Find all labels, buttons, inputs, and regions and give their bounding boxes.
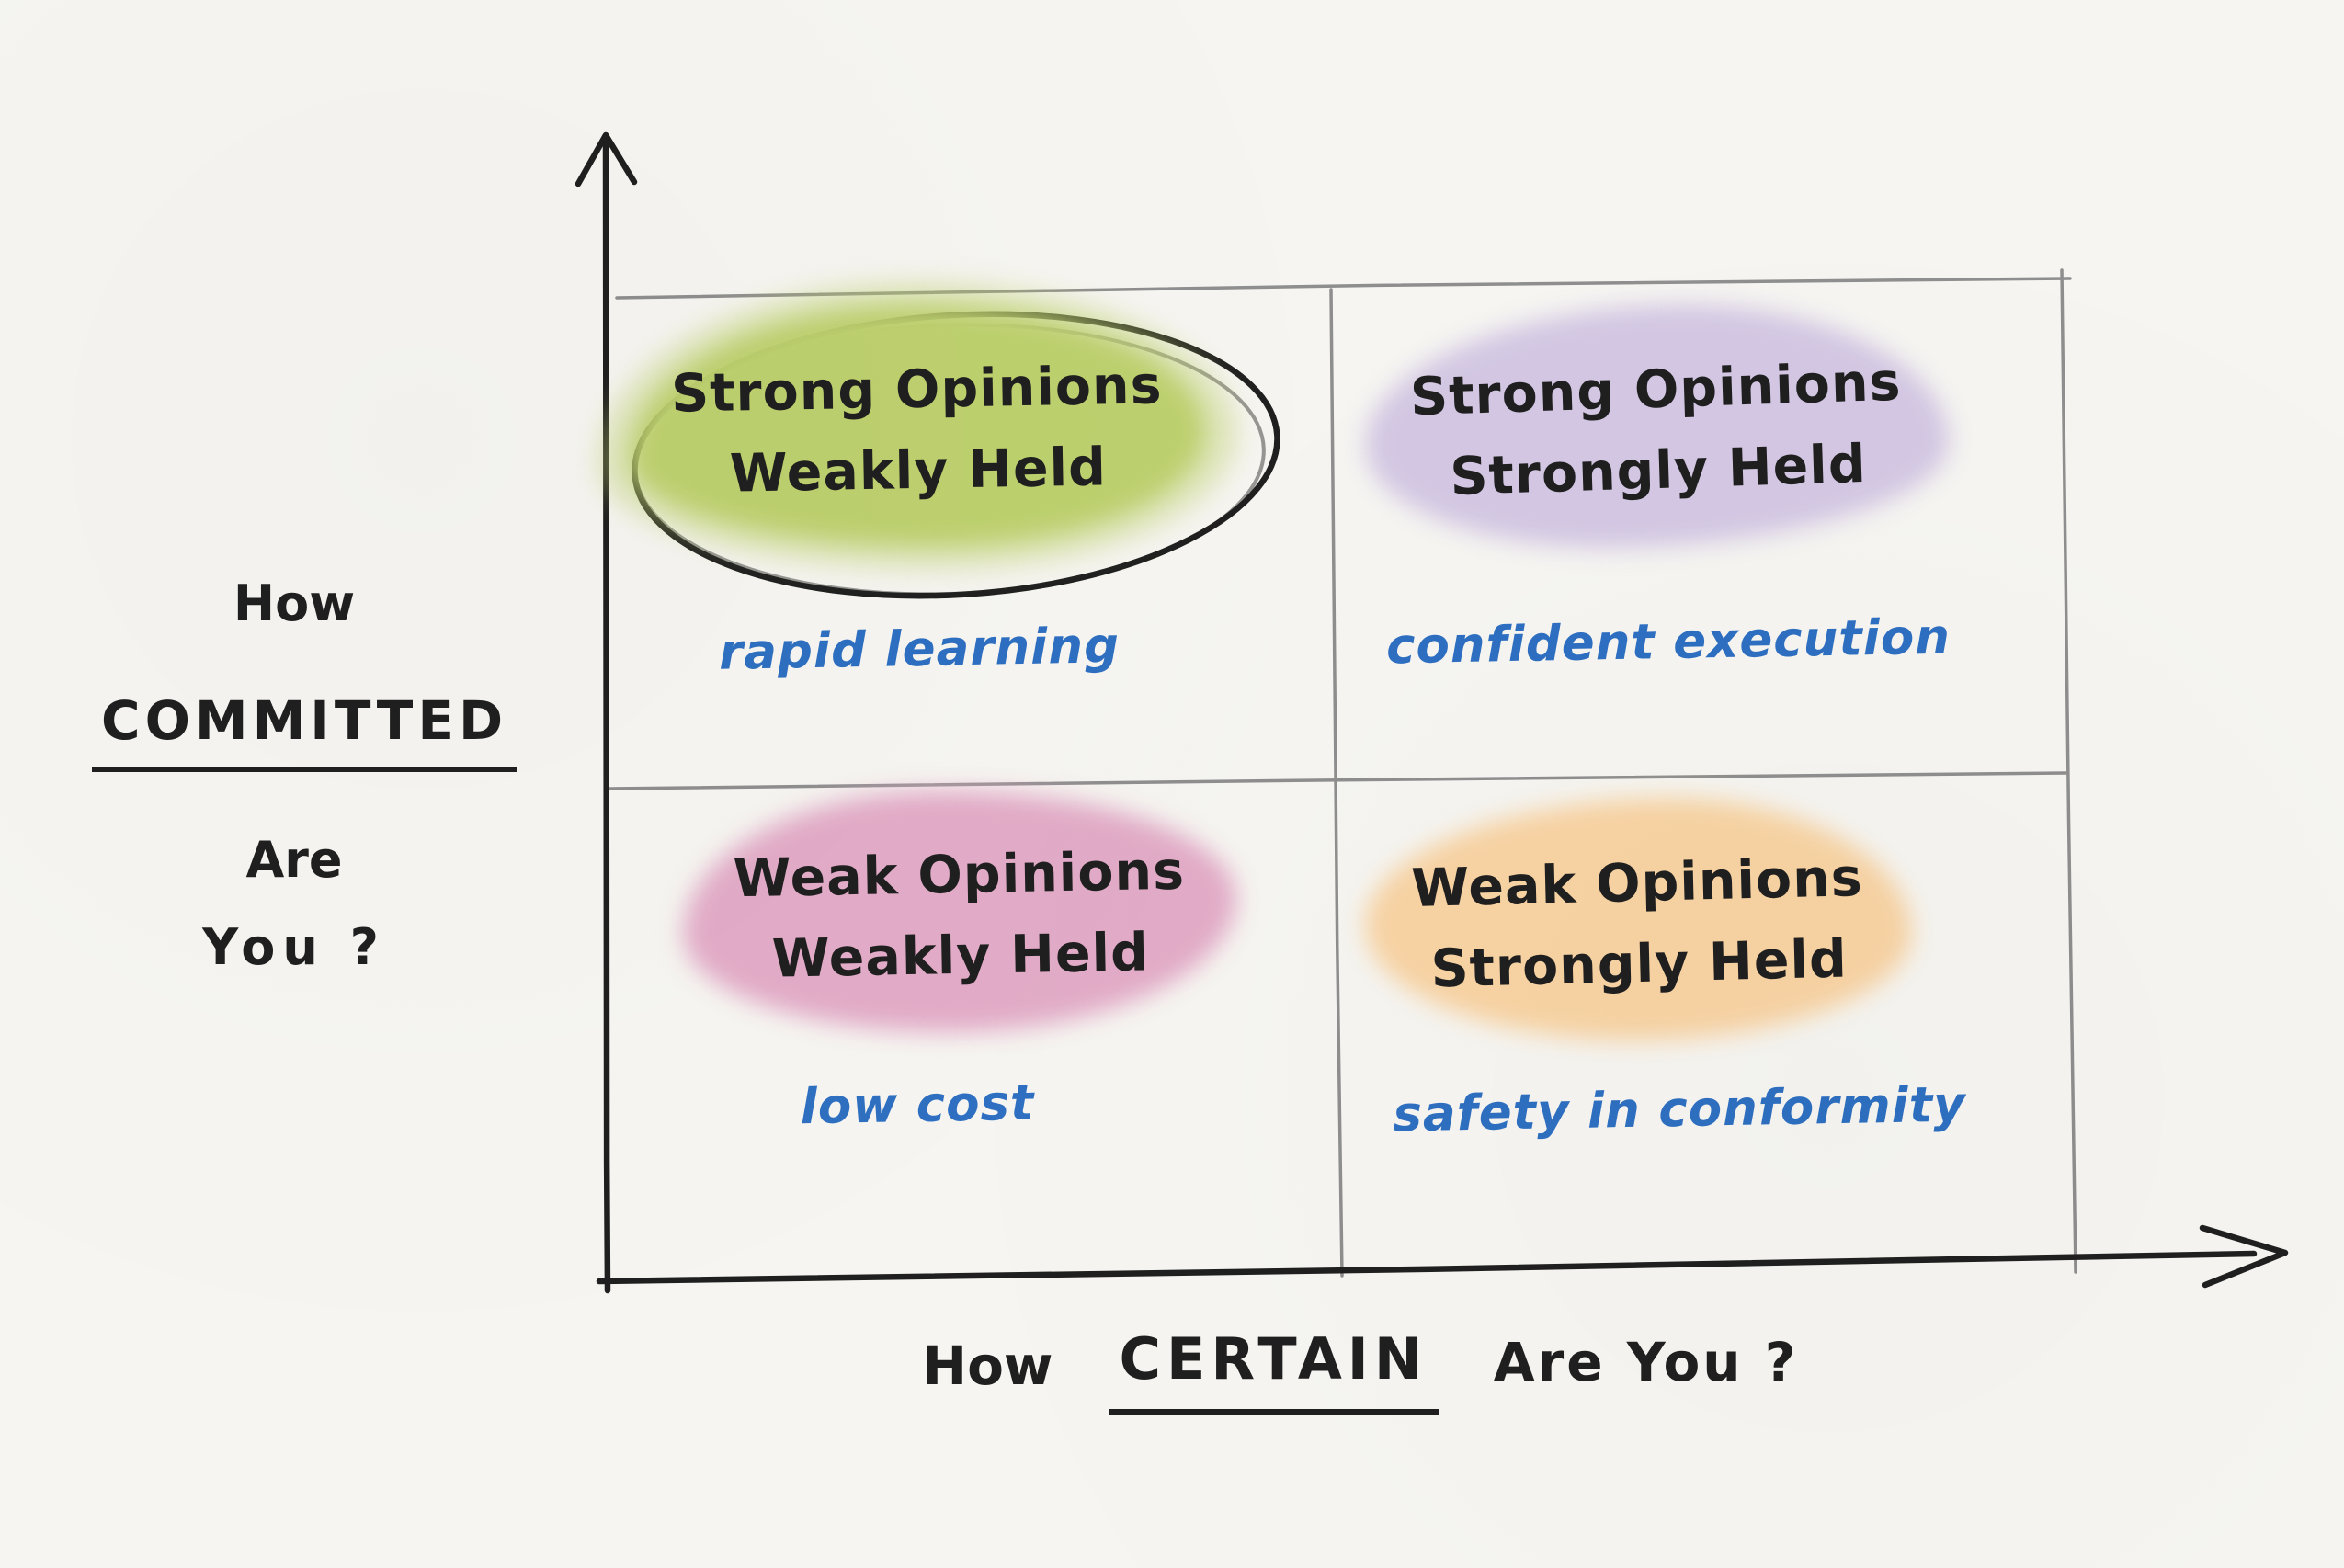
caption-bottom-left: low cost bbox=[800, 1074, 1035, 1136]
caption-bottom-right: safety in conformity bbox=[1392, 1076, 1967, 1143]
x-axis-arrowhead bbox=[2199, 1224, 2289, 1289]
quadrant-bottom-right-title-line-2: Strongly Held bbox=[1429, 928, 1849, 1000]
grid-horizontal-divider bbox=[608, 771, 2068, 790]
caption-top-left: rapid learning bbox=[718, 618, 1121, 681]
x-axis-label: How CERTAIN Are You ? bbox=[643, 1325, 2077, 1415]
x-axis-label-emphasis: CERTAIN bbox=[1108, 1325, 1439, 1415]
y-axis-label-emphasis: COMMITTED bbox=[92, 689, 518, 772]
y-axis-label-line-3: Are bbox=[245, 831, 343, 889]
y-axis-label-line-4: You ? bbox=[202, 918, 386, 976]
x-axis-label-word-1: How bbox=[922, 1335, 1053, 1397]
quadrant-bottom-right-title-line-1: Weak Opinions bbox=[1410, 847, 1864, 920]
quadrant-bottom-left-title-line-2: Weakly Held bbox=[771, 922, 1150, 990]
quadrant-top-left-title-line-1: Strong Opinions bbox=[670, 355, 1164, 425]
quadrant-top-left: Strong Opinions Weakly Held bbox=[627, 300, 1208, 552]
quadrant-top-left-title-line-2: Weakly Held bbox=[729, 437, 1108, 505]
x-axis-label-word-3: Are You ? bbox=[1493, 1331, 1799, 1393]
y-axis-arrowhead bbox=[575, 131, 638, 187]
y-axis-label-line-1: How bbox=[233, 574, 356, 632]
grid-vertical-divider bbox=[1329, 288, 1344, 1278]
quadrant-bottom-left-title-line-1: Weak Opinions bbox=[733, 840, 1186, 910]
x-axis-line bbox=[596, 1250, 2258, 1285]
quadrant-bottom-right: Weak Opinions Strongly Held bbox=[1361, 791, 1915, 1047]
y-axis-label: How COMMITTED Are You ? bbox=[92, 574, 518, 976]
caption-top-right: confident execution bbox=[1385, 608, 1951, 676]
y-axis-line bbox=[601, 134, 611, 1294]
quadrant-top-right: Strong Opinions Strongly Held bbox=[1361, 296, 1952, 556]
quadrant-top-right-title-line-2: Strongly Held bbox=[1449, 434, 1868, 508]
quadrant-bottom-left: Weak Opinions Weakly Held bbox=[680, 785, 1239, 1037]
grid-right-line bbox=[2060, 268, 2077, 1274]
